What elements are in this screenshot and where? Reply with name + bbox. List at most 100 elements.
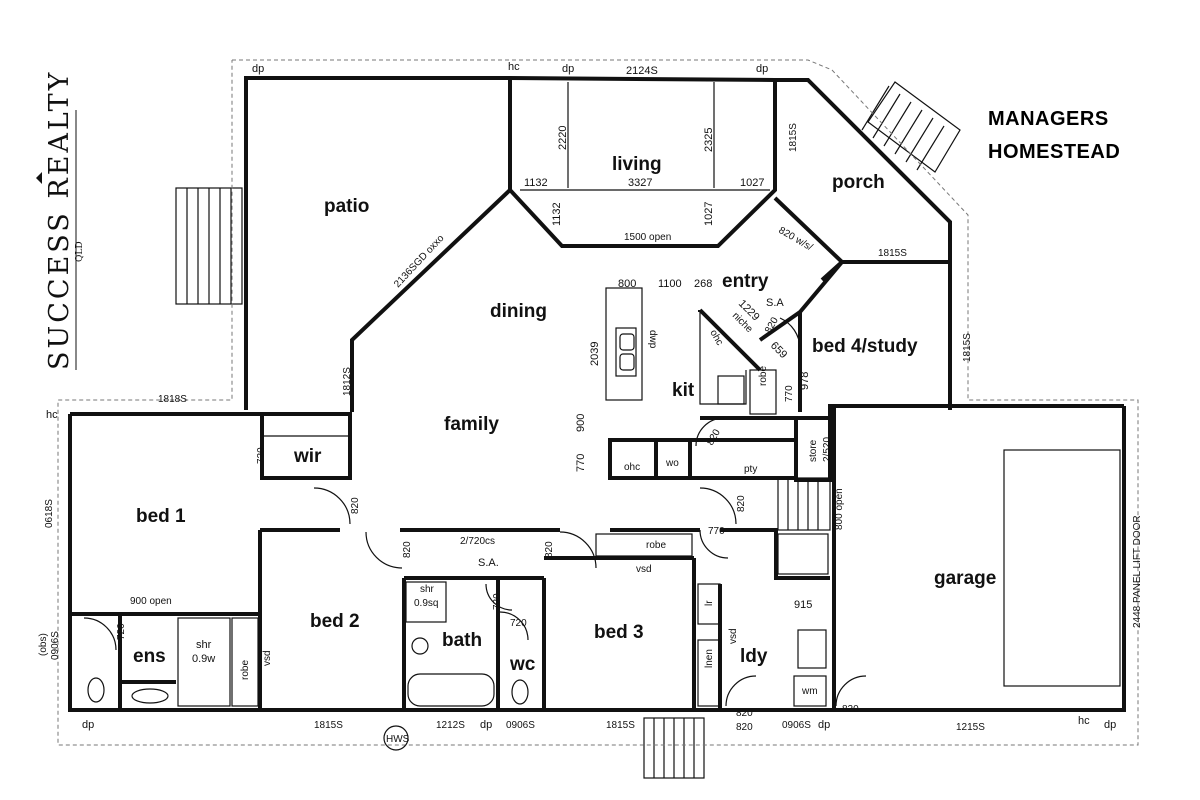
label-2220: 2220 (557, 126, 569, 150)
label-store: store (808, 439, 819, 462)
label-820h: 820 (842, 704, 859, 715)
label-1500open: 1500 open (624, 232, 671, 243)
dimension-labels: dp hc dp 2124S dp 2220 2325 1815S 1132 3… (38, 61, 1143, 745)
label-cs: 2/720cs (460, 536, 495, 547)
room-entry: entry (722, 271, 769, 292)
label-900: 900 (575, 414, 587, 432)
label-shr1: shr (420, 584, 435, 595)
label-dp6: dp (818, 719, 830, 731)
label-820i: 820 (736, 722, 753, 733)
room-patio: patio (324, 196, 369, 217)
label-820c: 820 (350, 497, 361, 514)
room-porch: porch (832, 172, 885, 193)
label-1212: 1212S (436, 720, 465, 731)
label-820e: 820 (544, 541, 555, 558)
label-vsd1: vsd (636, 564, 652, 575)
toilet-icon (87, 677, 105, 703)
title-line-2: HOMESTEAD (988, 141, 1120, 163)
room-wc: wc (509, 654, 536, 675)
sink-icon (619, 333, 635, 351)
logo-sub: QLD (75, 241, 85, 262)
label-1100: 1100 (658, 278, 682, 290)
room-family: family (444, 414, 499, 435)
label-sa2: S.A. (478, 557, 499, 569)
door-swings (83, 317, 867, 707)
room-ldy: ldy (740, 646, 768, 667)
label-robe1: robe (758, 366, 769, 386)
label-pty: pty (744, 464, 757, 475)
label-2124: 2124S (626, 65, 658, 77)
label-dp1: dp (252, 63, 264, 75)
label-open800: 800 open (834, 488, 845, 530)
label-820a: 820 (763, 315, 781, 335)
label-820g: 820 (736, 708, 753, 719)
label-lift: 2448 PANEL LIFT DOOR (1132, 515, 1143, 628)
label-vsd2: vsd (728, 628, 739, 644)
label-hc2: hc (46, 409, 58, 421)
room-kit: kit (672, 380, 695, 401)
fixtures (87, 333, 635, 751)
room-wir: wir (293, 446, 322, 467)
label-hc1: hc (508, 61, 520, 73)
label-0906c: 0906S (782, 720, 811, 731)
label-720a: 720 (256, 447, 267, 464)
label-720b: 720 (492, 593, 503, 610)
label-800: 800 (618, 278, 636, 290)
label-wm: wm (801, 686, 818, 697)
label-obs: (obs) (38, 633, 49, 656)
label-robe3: robe (240, 660, 251, 680)
room-bed4: bed 4/study (812, 336, 918, 357)
porch-stairs (861, 81, 961, 173)
room-bath: bath (442, 630, 482, 651)
label-3327: 3327 (628, 177, 652, 189)
label-hws: HWS (386, 734, 410, 745)
bottom-stairs (643, 717, 705, 779)
label-vsd3: vsd (262, 650, 273, 666)
label-dp7: dp (1104, 719, 1116, 731)
label-770a: 770 (784, 385, 795, 402)
label-720c: 720 (510, 618, 527, 629)
logo: SUCCESS REALTY QLD (36, 70, 85, 370)
label-770b: 770 (575, 454, 587, 472)
label-1818: 1818S (158, 394, 187, 405)
label-1815b: 1815S (878, 248, 907, 259)
hws-icon (383, 725, 409, 751)
label-1132a: 1132 (524, 177, 548, 189)
label-978: 978 (799, 372, 811, 390)
label-0906a: 0906S (50, 631, 61, 660)
label-900open: 900 open (130, 596, 172, 607)
label-dp5: dp (480, 719, 492, 731)
label-ohc2: ohc (624, 462, 640, 473)
label-1815d: 1815S (314, 720, 343, 731)
label-268: 268 (694, 278, 712, 290)
label-dwp: dwp (647, 330, 658, 349)
house-icon (36, 172, 42, 184)
room-bed3: bed 3 (594, 622, 644, 643)
label-1815c: 1815S (962, 333, 973, 362)
logo-text: SUCCESS REALTY (44, 70, 75, 370)
label-720d: 720 (116, 623, 127, 640)
room-labels: patio living porch dining entry bed 4/st… (133, 154, 996, 675)
label-820d: 820 (402, 541, 413, 558)
label-shr1b: 0.9sq (414, 598, 438, 609)
label-1815e: 1815S (606, 720, 635, 731)
room-ens: ens (133, 646, 166, 667)
label-1815a: 1815S (788, 123, 799, 152)
label-dp2: dp (562, 63, 574, 75)
label-0618: 0618S (44, 499, 55, 528)
room-bed1: bed 1 (136, 506, 186, 527)
label-lin: lnen (704, 649, 715, 668)
label-wo: wo (665, 458, 679, 469)
label-770c: 770 (708, 526, 725, 537)
label-1812: 1812S (342, 367, 353, 396)
label-1215: 1215S (956, 722, 985, 733)
label-2325: 2325 (703, 128, 715, 152)
room-dining: dining (490, 301, 547, 322)
title-line-1: MANAGERS (988, 108, 1109, 130)
label-915: 915 (794, 599, 812, 611)
label-0906b: 0906S (506, 720, 535, 731)
label-hc3: hc (1078, 715, 1090, 727)
label-dp3: dp (756, 63, 768, 75)
label-sgd: 2136SGD oxxo (392, 233, 447, 290)
